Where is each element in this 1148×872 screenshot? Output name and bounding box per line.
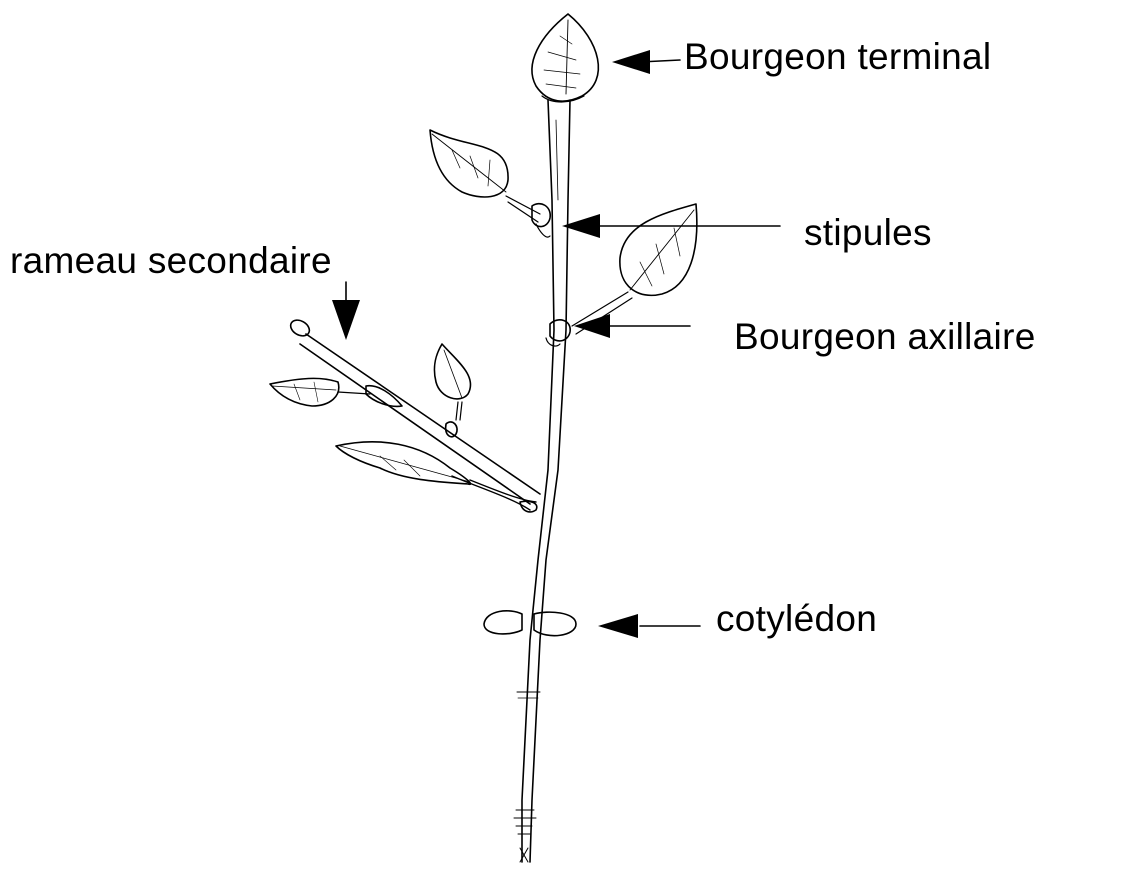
cotyledons: [484, 611, 576, 636]
branch-leaf-large: [336, 442, 537, 512]
arrow-rameau-secondaire: [332, 282, 360, 340]
label-cotyledon: cotylédon: [716, 600, 877, 637]
arrow-cotyledon: [598, 614, 700, 638]
terminal-bud: [532, 14, 598, 102]
label-bourgeon-terminal: Bourgeon terminal: [684, 38, 991, 75]
upper-left-leaf: [430, 130, 540, 222]
label-rameau-secondaire: rameau secondaire: [10, 242, 332, 279]
secondary-branch: [288, 317, 540, 504]
arrow-stipules: [562, 214, 780, 238]
arrow-bourgeon-axillaire: [574, 314, 690, 338]
arrow-bourgeon-terminal: [612, 50, 680, 74]
branch-leaf-left: [270, 378, 402, 406]
label-stipules: stipules: [804, 214, 932, 251]
label-bourgeon-axillaire: Bourgeon axillaire: [734, 318, 1036, 355]
branch-leaf-small: [434, 344, 470, 437]
